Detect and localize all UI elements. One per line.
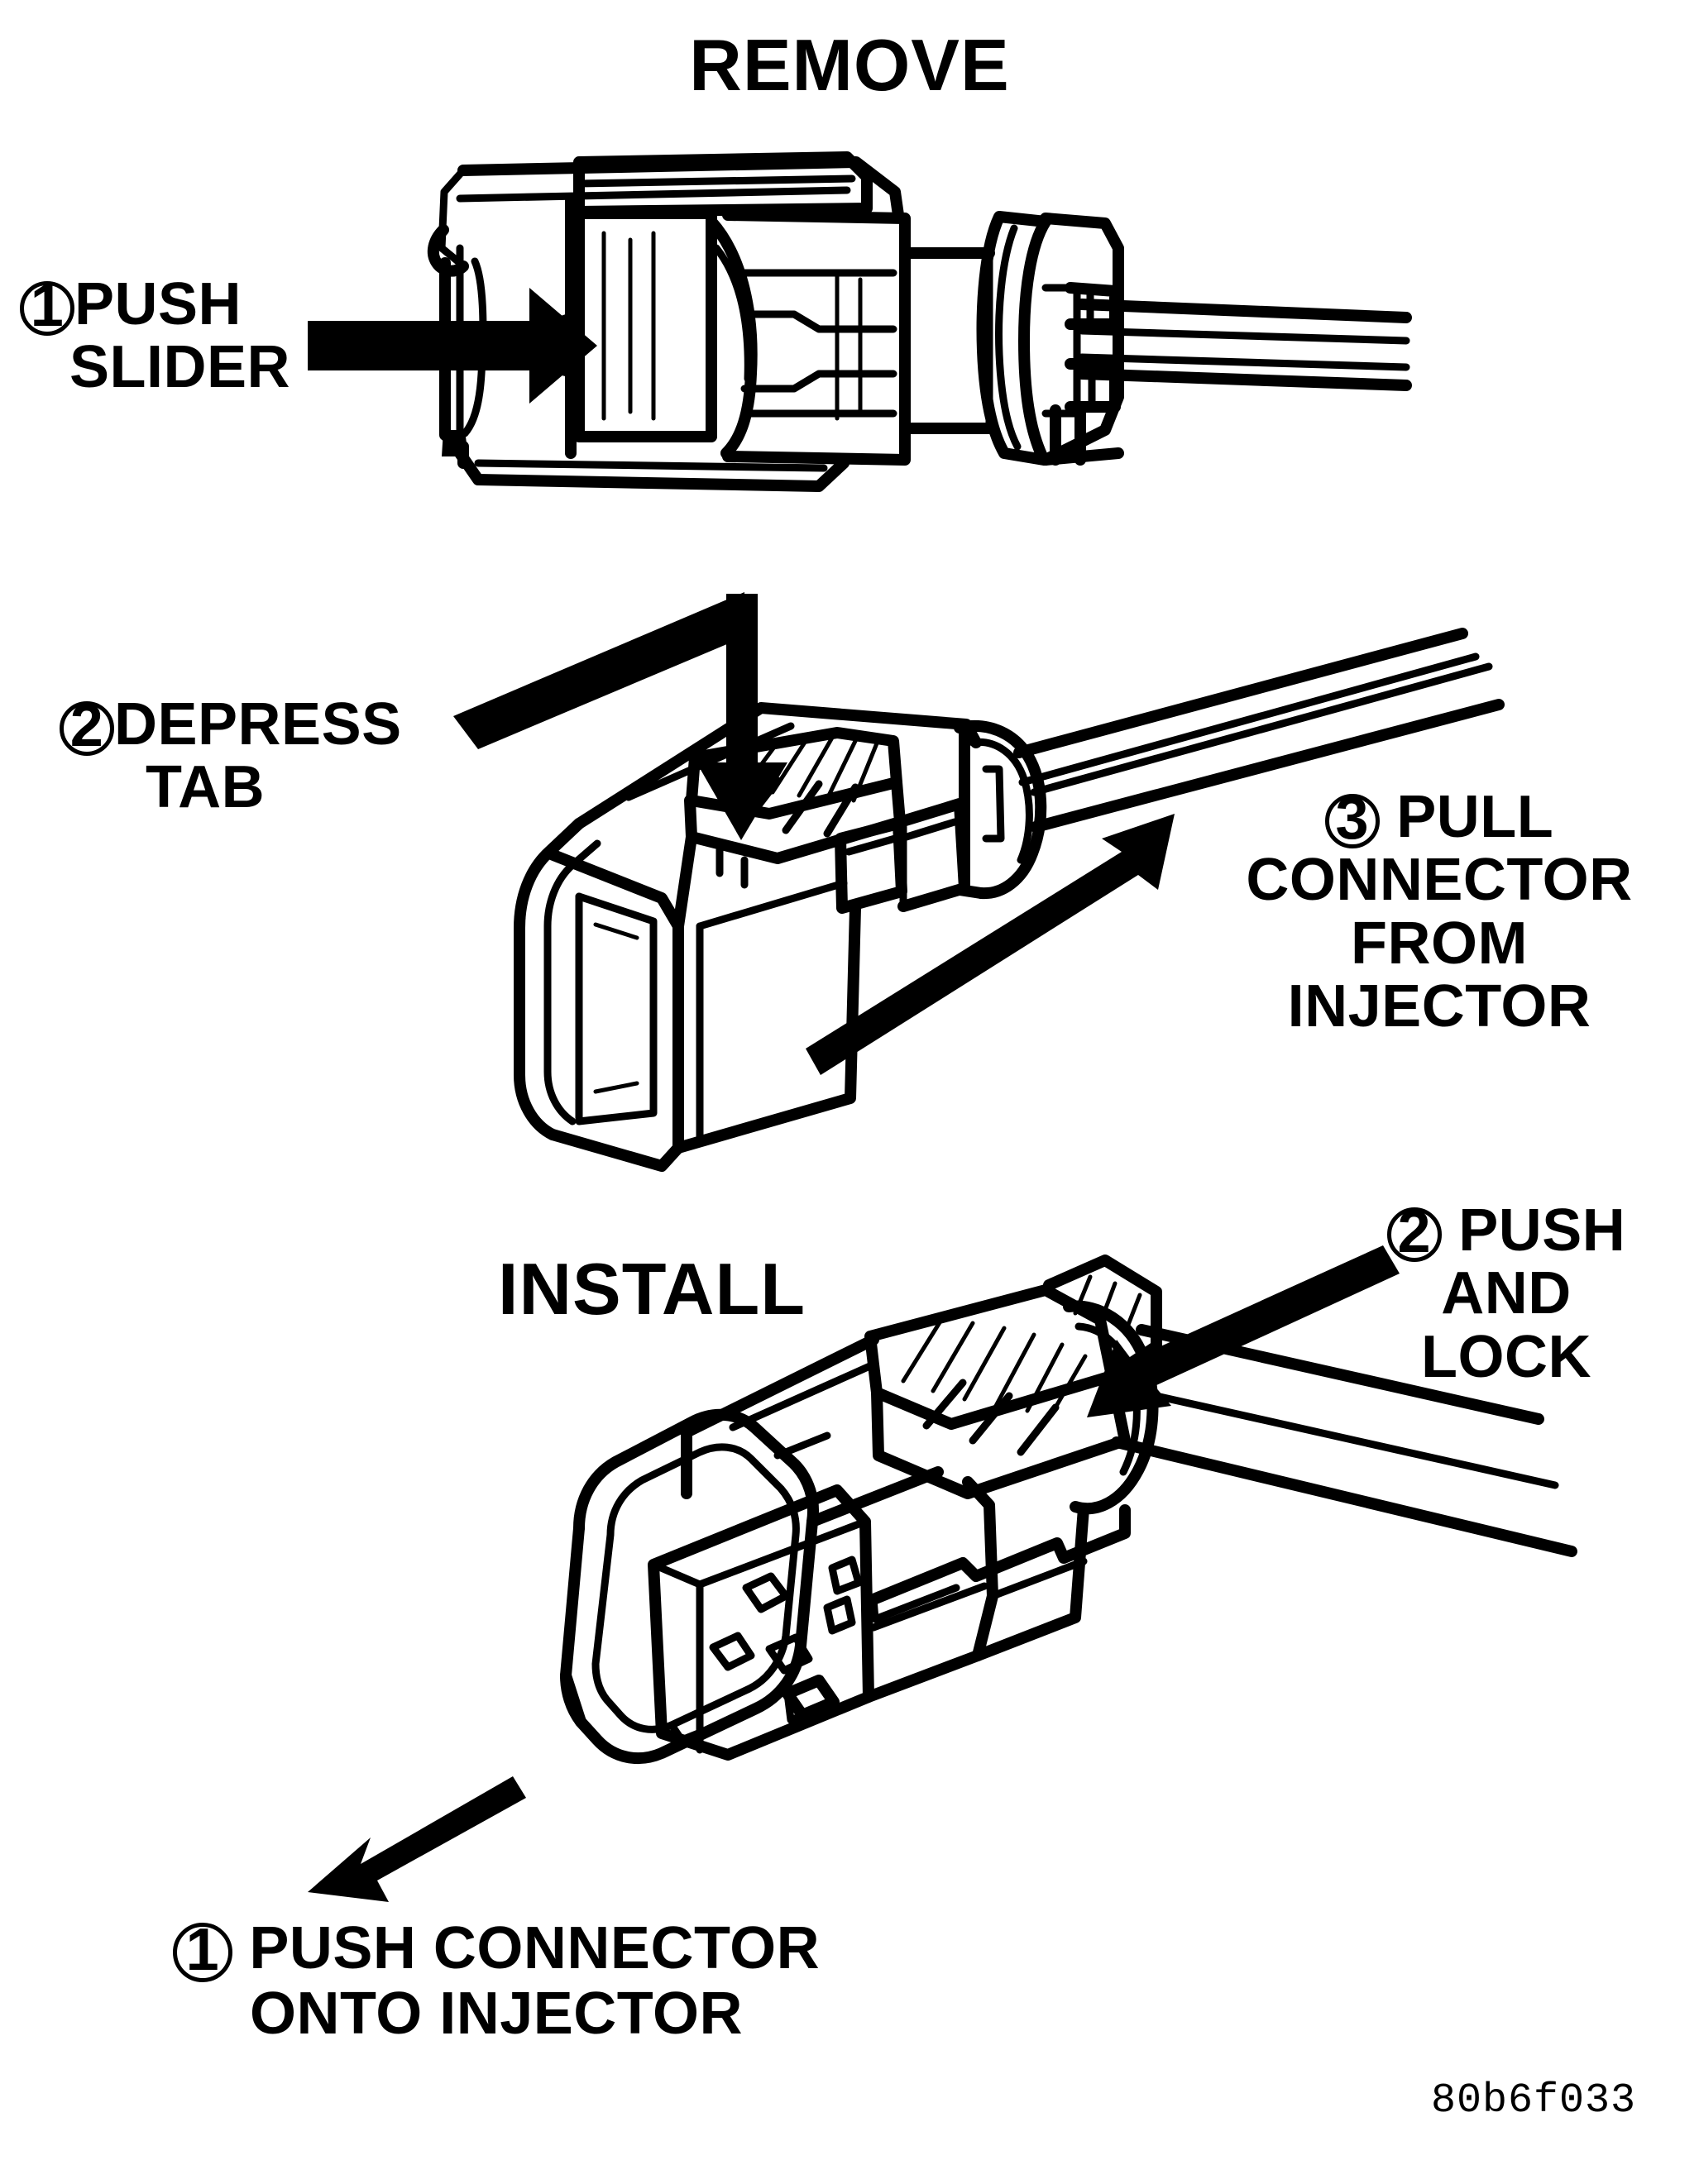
callout-push-and-lock: 2 PUSH AND LOCK [1320,1199,1692,1388]
callout-line: LOCK [1421,1323,1591,1390]
step-number-badge: 2 [60,696,114,756]
arrow-push-connector-onto-injector [308,1776,526,1902]
callout-line: INJECTOR [1287,973,1591,1039]
callout-line: FROM [1351,910,1528,977]
connector-install-three-quarter-view [560,1254,1577,1764]
callout-push-connector-onto-injector: 1 PUSH CONNECTOR ONTO INJECTOR [124,1917,869,2045]
arrow-push-and-lock [1087,1245,1400,1417]
callout-line: CONNECTOR [1246,847,1633,914]
callout-line: DEPRESS [114,691,402,757]
section-title-remove: REMOVE [689,24,1010,106]
arrow-push-slider [308,288,597,404]
callout-line: ONTO INJECTOR [250,1980,743,2047]
section-title-install: INSTALL [498,1248,806,1330]
arrow-depress-tab [453,592,787,840]
step-number-badge: 3 [1324,789,1380,848]
step-number-badge: 1 [172,1920,232,1982]
connector-side-view-with-slider [427,151,1412,492]
callout-line: PUSH [74,271,242,337]
step-number-badge: 2 [1386,1202,1442,1262]
arrow-pull-connector [806,814,1175,1075]
figure-id-label: 80b6f033 [1431,2077,1637,2124]
step-number-badge: 1 [20,276,74,336]
callout-line: SLIDER [69,334,291,401]
callout-line: PUSH CONNECTOR [249,1915,821,1981]
callout-pull-connector-from-injector: 3 PULL CONNECTOR FROM INJECTOR [1191,786,1687,1038]
callout-line: TAB [146,754,266,821]
callout-line: PULL [1396,784,1554,850]
callout-line: PUSH [1458,1197,1626,1264]
callout-line: AND [1441,1260,1572,1327]
